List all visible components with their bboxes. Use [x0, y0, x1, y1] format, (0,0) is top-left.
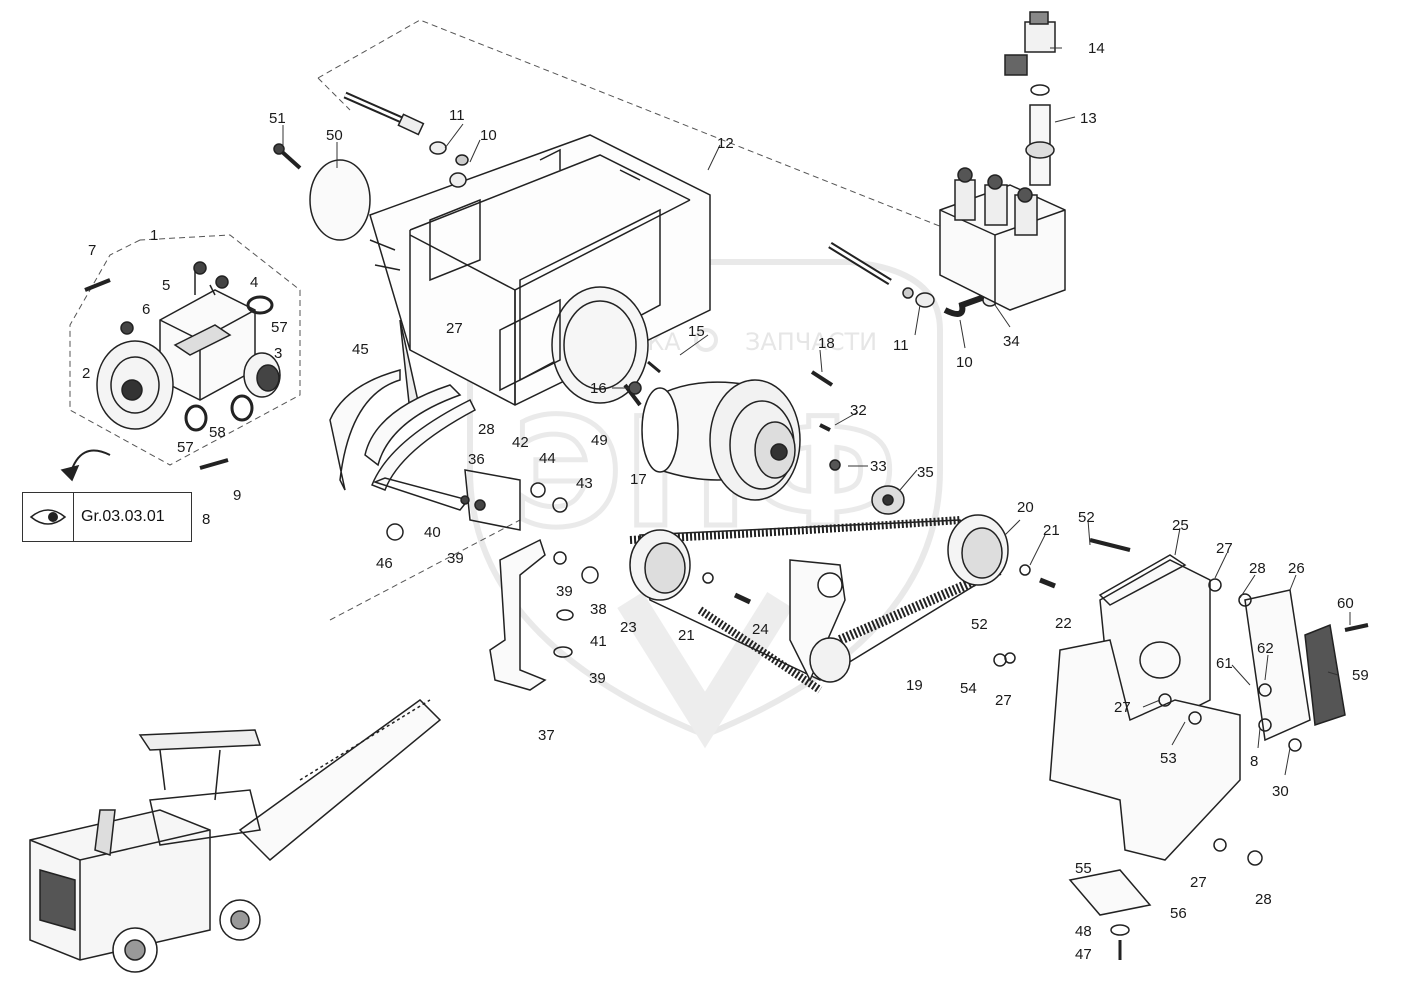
label-51: 51	[269, 110, 286, 127]
label-16: 16	[590, 380, 607, 397]
label-47: 47	[1075, 946, 1092, 963]
label-11-right: 11	[893, 337, 909, 354]
label-35: 35	[917, 464, 934, 481]
label-7: 7	[88, 242, 96, 259]
label-48: 48	[1075, 923, 1092, 940]
label-58: 58	[209, 424, 226, 441]
side-panels	[993, 538, 1369, 960]
label-28-left: 28	[478, 421, 495, 438]
gearbox-assembly	[60, 261, 281, 482]
part-labels: 1 2 3 4 5 6 7 8 9 10 11 12 13 14 15 16 1…	[82, 40, 1369, 963]
label-53: 53	[1160, 750, 1177, 767]
label-27-c: 27	[1114, 699, 1131, 716]
label-36: 36	[468, 451, 485, 468]
label-49: 49	[591, 432, 608, 449]
label-52-bottom: 52	[971, 616, 988, 633]
drive-drum	[623, 360, 905, 515]
reference-box[interactable]: Gr.03.03.01	[22, 492, 192, 542]
belt-drive	[629, 514, 1056, 694]
label-33: 33	[870, 458, 887, 475]
label-10-right: 10	[956, 354, 973, 371]
label-10: 10	[480, 127, 497, 144]
watermark-right-text: ЗАПЧАСТИ	[745, 328, 877, 356]
label-27-a: 27	[1216, 540, 1233, 557]
label-5: 5	[162, 277, 170, 294]
label-26: 26	[1288, 560, 1305, 577]
label-18: 18	[818, 335, 835, 352]
label-46: 46	[376, 555, 393, 572]
label-21-left: 21	[678, 627, 695, 644]
guard-plates	[329, 369, 521, 531]
label-1: 1	[150, 227, 158, 244]
support-bracket	[386, 482, 599, 691]
label-57-top: 57	[271, 319, 288, 336]
label-50: 50	[326, 127, 343, 144]
cover-plate	[273, 143, 371, 241]
watermark-gear-icon	[694, 328, 718, 352]
label-12: 12	[717, 135, 734, 152]
label-2: 2	[82, 365, 90, 382]
label-leaders	[282, 47, 1351, 776]
label-25: 25	[1172, 517, 1189, 534]
label-3: 3	[274, 345, 282, 362]
label-56: 56	[1170, 905, 1187, 922]
label-13: 13	[1080, 110, 1097, 127]
label-57-bottom: 57	[177, 439, 194, 456]
label-9: 9	[233, 487, 241, 504]
label-14: 14	[1088, 40, 1105, 57]
label-27-top: 27	[446, 320, 463, 337]
label-27-d: 27	[1190, 874, 1207, 891]
label-37: 37	[538, 727, 555, 744]
label-60: 60	[1337, 595, 1354, 612]
label-8-right: 8	[1250, 753, 1258, 770]
label-22: 22	[1055, 615, 1072, 632]
label-17: 17	[630, 471, 647, 488]
label-39-b: 39	[447, 550, 464, 567]
label-41: 41	[590, 633, 607, 650]
label-59: 59	[1352, 667, 1369, 684]
valve-block	[939, 11, 1066, 311]
label-4: 4	[250, 274, 258, 291]
reference-label: Gr.03.03.01	[81, 508, 165, 525]
hydraulic-hoses	[343, 91, 998, 317]
label-62: 62	[1257, 640, 1274, 657]
label-20: 20	[1017, 499, 1034, 516]
main-frame-housing	[369, 134, 711, 413]
label-21: 21	[1043, 522, 1060, 539]
label-32: 32	[850, 402, 867, 419]
label-30: 30	[1272, 783, 1289, 800]
label-52-top: 52	[1078, 509, 1095, 526]
label-45: 45	[352, 341, 369, 358]
label-28-a: 28	[1249, 560, 1266, 577]
milling-machine-thumbnail	[29, 699, 442, 973]
eye-icon	[23, 493, 74, 541]
label-34: 34	[1003, 333, 1020, 350]
label-42: 42	[512, 434, 529, 451]
label-39-d: 39	[589, 670, 606, 687]
label-38: 38	[590, 601, 607, 618]
label-24: 24	[752, 621, 769, 638]
label-27-b: 27	[995, 692, 1012, 709]
label-8: 8	[202, 511, 210, 528]
label-11: 11	[449, 107, 465, 124]
label-44: 44	[539, 450, 556, 467]
label-28-b: 28	[1255, 891, 1272, 908]
label-43: 43	[576, 475, 593, 492]
leader-dashes	[69, 19, 1001, 621]
label-39-a: 39	[556, 583, 573, 600]
label-6: 6	[142, 301, 150, 318]
label-54: 54	[960, 680, 977, 697]
repeat-labels: 57 11 10 39 39 39 21 52 27 28 27 27 8 27…	[177, 337, 1272, 908]
label-23: 23	[620, 619, 637, 636]
label-15: 15	[688, 323, 705, 340]
label-55: 55	[1075, 860, 1092, 877]
label-19: 19	[906, 677, 923, 694]
label-61: 61	[1216, 655, 1233, 672]
label-40: 40	[424, 524, 441, 541]
